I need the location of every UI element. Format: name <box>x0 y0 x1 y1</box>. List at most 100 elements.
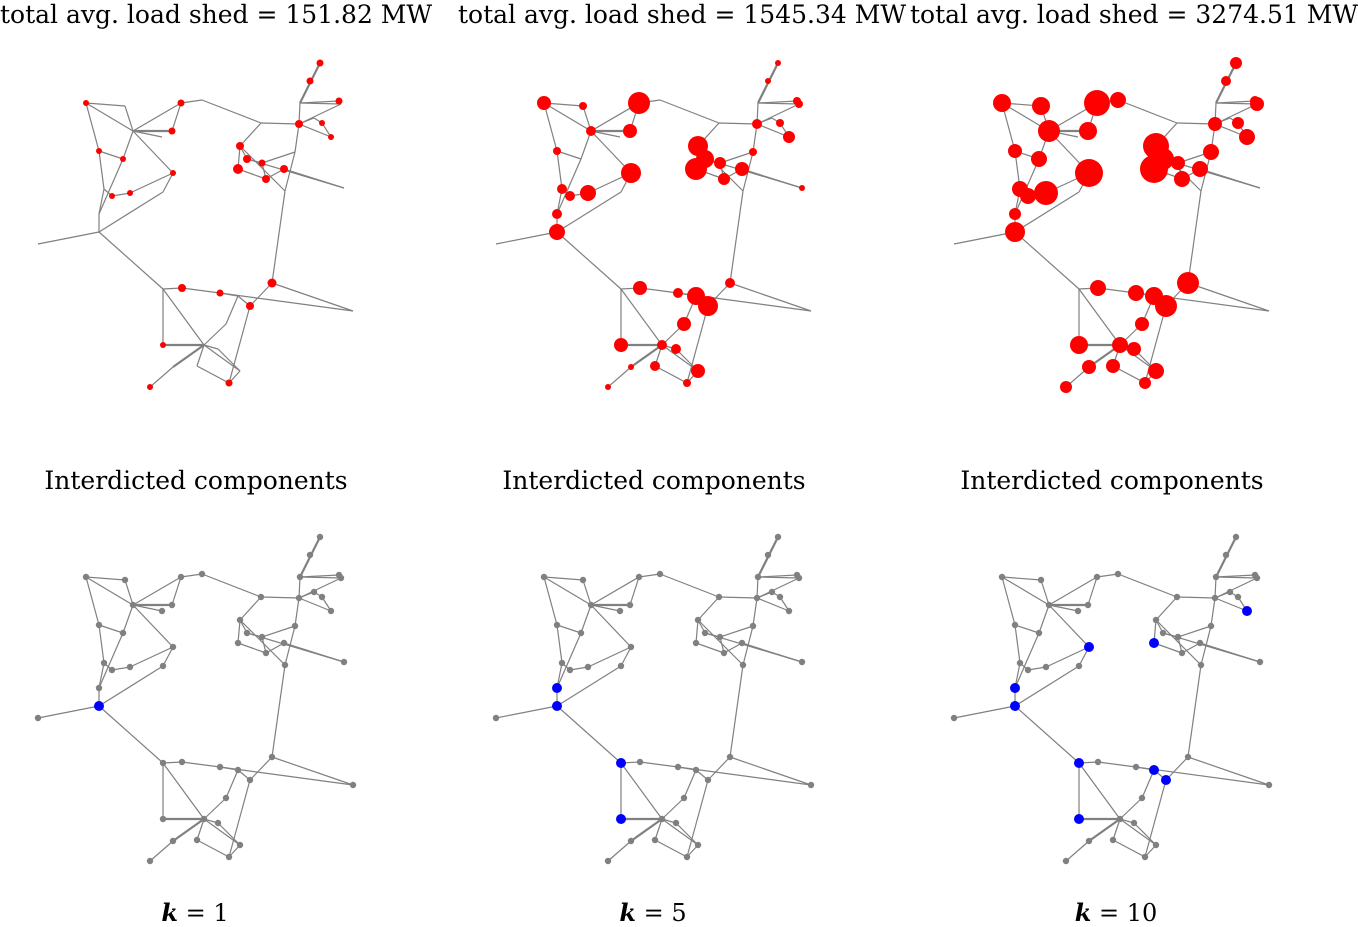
edge-line <box>271 190 286 284</box>
bus-node <box>1197 661 1205 669</box>
edge-line <box>683 769 697 799</box>
edge-line <box>98 662 105 689</box>
bus-node <box>774 533 782 541</box>
load-shed-node <box>633 281 647 295</box>
bus-node <box>337 574 345 582</box>
load-shed-node <box>160 342 166 348</box>
edge-line <box>203 344 241 372</box>
load-shed-node <box>1075 159 1103 187</box>
load-shed-node <box>718 173 730 185</box>
bus-node <box>159 759 167 767</box>
interdicted-node <box>616 758 626 768</box>
edge-line <box>219 292 354 312</box>
load-shed-node <box>677 317 691 331</box>
edge-line <box>260 596 300 599</box>
bus-node <box>998 573 1006 581</box>
interdicted-node <box>1084 642 1094 652</box>
edge-line <box>661 818 699 846</box>
load-shed-node <box>170 170 176 176</box>
edge-line <box>298 577 342 599</box>
bus-node <box>674 763 682 771</box>
edge-line <box>1014 191 1080 233</box>
edge-line <box>201 573 262 598</box>
edge-line <box>1155 596 1178 621</box>
edge-line <box>162 646 174 667</box>
edge-line <box>1048 576 1098 606</box>
bus-node <box>776 593 784 601</box>
k-label-2: k = 5 <box>598 898 708 927</box>
edge-line <box>162 762 205 820</box>
bus-node <box>566 666 574 674</box>
bus-node <box>222 794 230 802</box>
edge-line <box>1119 818 1157 846</box>
edge-line <box>620 762 663 820</box>
edge-line <box>122 604 134 634</box>
edge-line <box>719 625 754 638</box>
edge-line <box>1199 642 1261 663</box>
edge-line <box>1014 705 1080 764</box>
interdicted-node <box>1149 638 1159 648</box>
load-shed-node <box>267 278 277 288</box>
bus-node <box>683 853 691 861</box>
edge-line <box>1087 576 1098 606</box>
edge-line <box>217 822 241 846</box>
edge-line <box>237 619 241 644</box>
edge-line <box>590 576 640 606</box>
edge-line <box>1045 646 1090 668</box>
bus-node <box>216 763 224 771</box>
edge-line <box>543 576 558 626</box>
edge-line <box>630 818 663 842</box>
bus-node <box>626 601 634 609</box>
edge-line <box>132 604 174 648</box>
load-shed-node <box>1020 188 1036 204</box>
bus-node <box>1256 658 1264 666</box>
bus-node <box>738 639 746 647</box>
bus-node <box>119 629 127 637</box>
load-shed-node <box>685 158 707 180</box>
bus-node <box>749 622 757 630</box>
bus-node <box>168 601 176 609</box>
edge-line <box>659 99 720 124</box>
bus-node <box>1226 588 1234 596</box>
edge-line <box>228 779 251 858</box>
bus-node <box>1074 607 1082 615</box>
edge-line <box>729 282 812 312</box>
bus-node <box>492 714 500 722</box>
edge-line <box>1155 619 1202 666</box>
edge-line <box>228 305 251 384</box>
load-shed-node <box>1060 381 1072 393</box>
load-shed-node <box>579 102 587 110</box>
load-shed-node <box>127 190 133 196</box>
load-shed-node <box>1038 120 1060 142</box>
bus-node <box>553 621 561 629</box>
bus-node <box>1141 853 1149 861</box>
edge-line <box>203 323 227 346</box>
edge-line <box>1215 576 1258 579</box>
edge-line <box>718 596 758 599</box>
edge-line <box>1038 604 1050 634</box>
edge-line <box>1048 604 1090 648</box>
edge-line <box>203 797 227 820</box>
bus-node <box>1011 621 1019 629</box>
edge-line <box>659 573 720 598</box>
load-shed-node <box>565 191 575 201</box>
network-panels <box>34 57 1273 865</box>
interdicted-node <box>1010 701 1020 711</box>
bus-node <box>126 663 134 671</box>
edge-line <box>587 646 632 668</box>
load-shed-node <box>262 175 270 183</box>
bus-node <box>1132 763 1140 771</box>
load-shed-node <box>691 364 705 378</box>
edge-line <box>37 705 100 719</box>
bus-node <box>1016 659 1024 667</box>
bus-node <box>193 836 201 844</box>
load-shed-node <box>1110 92 1126 108</box>
edge-line <box>580 604 592 634</box>
k-eq-2: = 5 <box>636 899 687 927</box>
edge-line <box>1040 579 1050 606</box>
edge-line <box>180 99 203 104</box>
edge-line <box>495 231 558 245</box>
load-shed-node <box>673 288 683 298</box>
edge-line <box>181 761 221 768</box>
edge-line <box>98 231 164 290</box>
